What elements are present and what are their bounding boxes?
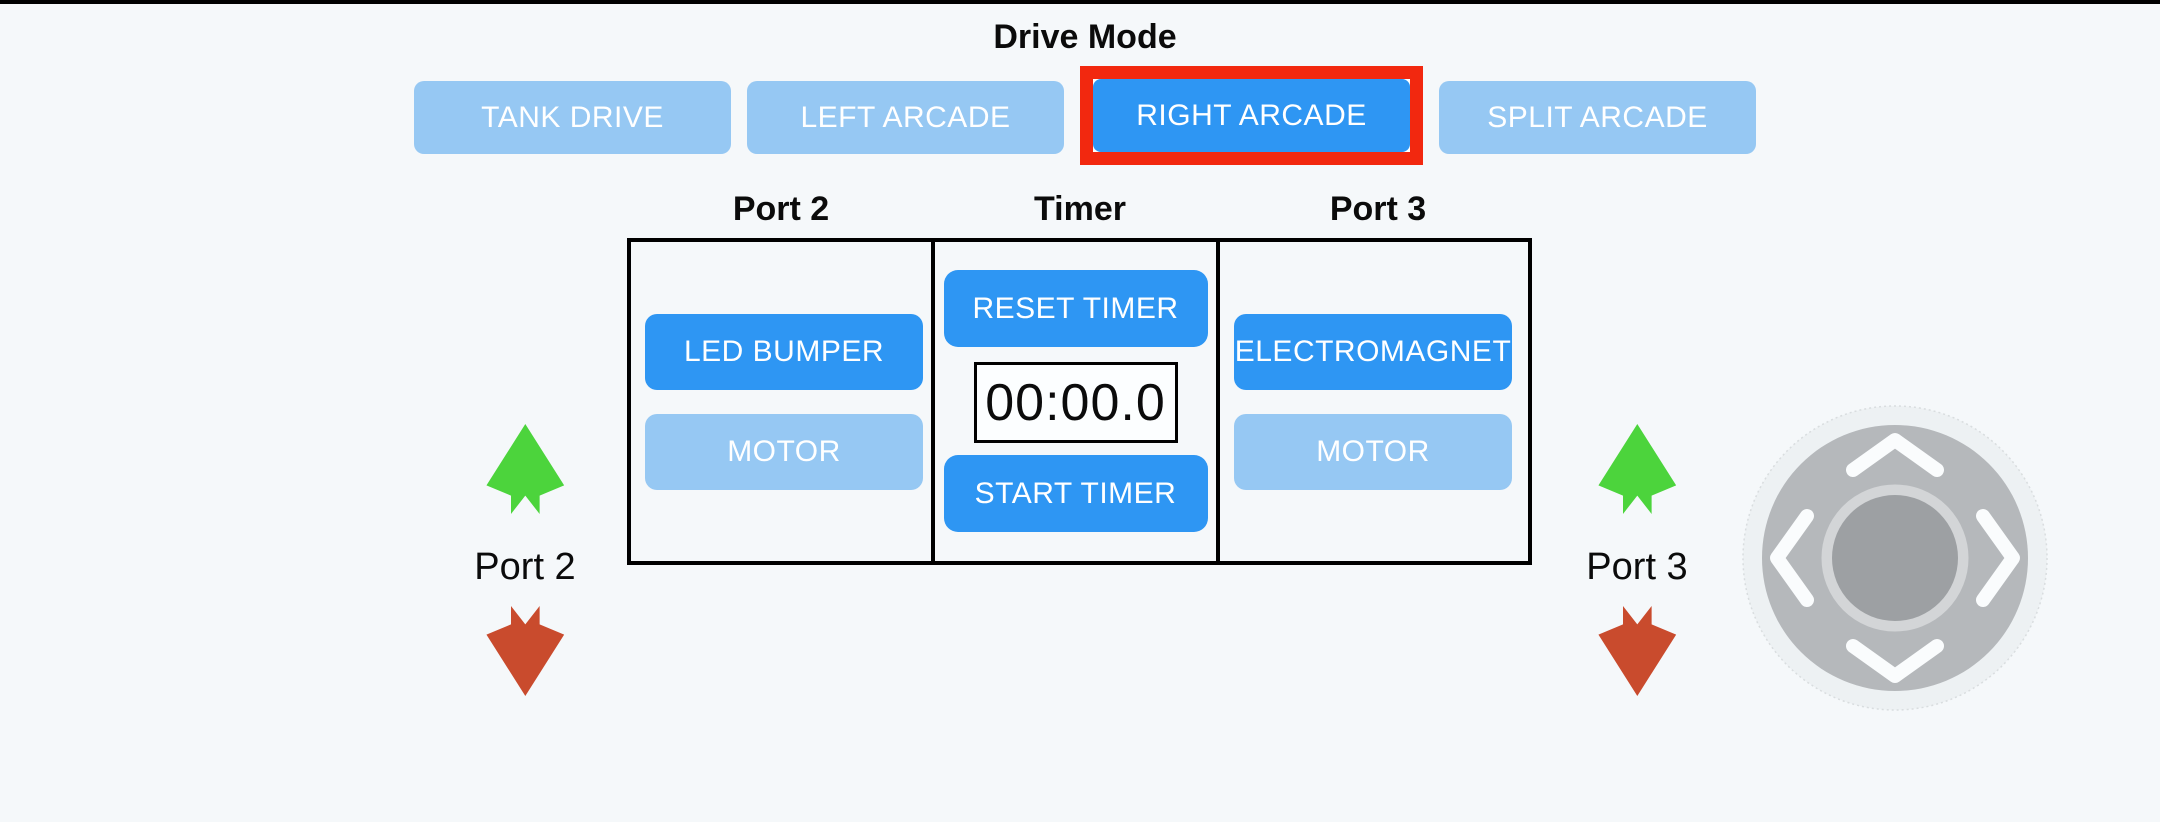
- port2-down-button[interactable]: [486, 606, 564, 696]
- port2-column-header: Port 2: [732, 190, 830, 228]
- device-timer-panel: LED BUMPER MOTOR RESET TIMER 00:00.0 STA…: [627, 238, 1532, 565]
- port3-motor-button[interactable]: MOTOR: [1234, 414, 1512, 490]
- port3-cell: ELECTROMAGNET MOTOR: [1220, 242, 1528, 561]
- led-bumper-button[interactable]: LED BUMPER: [645, 314, 923, 390]
- joystick-down-chevron-icon: [1846, 639, 1944, 683]
- timer-column-header: Timer: [1034, 190, 1126, 228]
- green-up-arrow-icon: [1598, 424, 1676, 517]
- port2-up-button[interactable]: [486, 424, 564, 514]
- drive-joystick[interactable]: [1730, 393, 2060, 723]
- tank-drive-button[interactable]: TANK DRIVE: [414, 81, 731, 154]
- right-arcade-button[interactable]: RIGHT ARCADE: [1093, 79, 1410, 152]
- port2-motor-button[interactable]: MOTOR: [645, 414, 923, 490]
- port2-cell: LED BUMPER MOTOR: [631, 242, 935, 561]
- joystick-left-chevron-icon: [1770, 509, 1814, 607]
- selection-highlight-frame: RIGHT ARCADE: [1080, 66, 1423, 165]
- port3-up-button[interactable]: [1598, 424, 1676, 514]
- red-down-arrow-icon: [486, 606, 564, 699]
- port3-side-label: Port 3: [1586, 546, 1688, 588]
- drive-mode-title: Drive Mode: [993, 18, 1177, 56]
- port2-side-controls: Port 2: [474, 424, 576, 696]
- joystick-knob: [1832, 495, 1958, 621]
- top-black-bar: [0, 0, 2160, 4]
- drive-mode-button-row: TANK DRIVE LEFT ARCADE RIGHT ARCADE SPLI…: [414, 66, 1756, 165]
- timer-cell: RESET TIMER 00:00.0 START TIMER: [935, 242, 1220, 561]
- joystick-right-chevron-icon: [1976, 509, 2020, 607]
- joystick-base: [1742, 405, 2048, 711]
- green-up-arrow-icon: [486, 424, 564, 517]
- split-arcade-button[interactable]: SPLIT ARCADE: [1439, 81, 1756, 154]
- joystick-knob-ring: [1821, 484, 1969, 632]
- red-down-arrow-icon: [1598, 606, 1676, 699]
- start-timer-button[interactable]: START TIMER: [943, 455, 1208, 532]
- port3-side-controls: Port 3: [1586, 424, 1688, 696]
- electromagnet-button[interactable]: ELECTROMAGNET: [1234, 314, 1512, 390]
- left-arcade-button[interactable]: LEFT ARCADE: [747, 81, 1064, 154]
- port2-side-label: Port 2: [474, 546, 576, 588]
- joystick-up-chevron-icon: [1846, 433, 1944, 477]
- reset-timer-button[interactable]: RESET TIMER: [943, 270, 1208, 347]
- timer-display: 00:00.0: [973, 362, 1178, 443]
- port3-column-header: Port 3: [1329, 190, 1427, 228]
- port3-down-button[interactable]: [1598, 606, 1676, 696]
